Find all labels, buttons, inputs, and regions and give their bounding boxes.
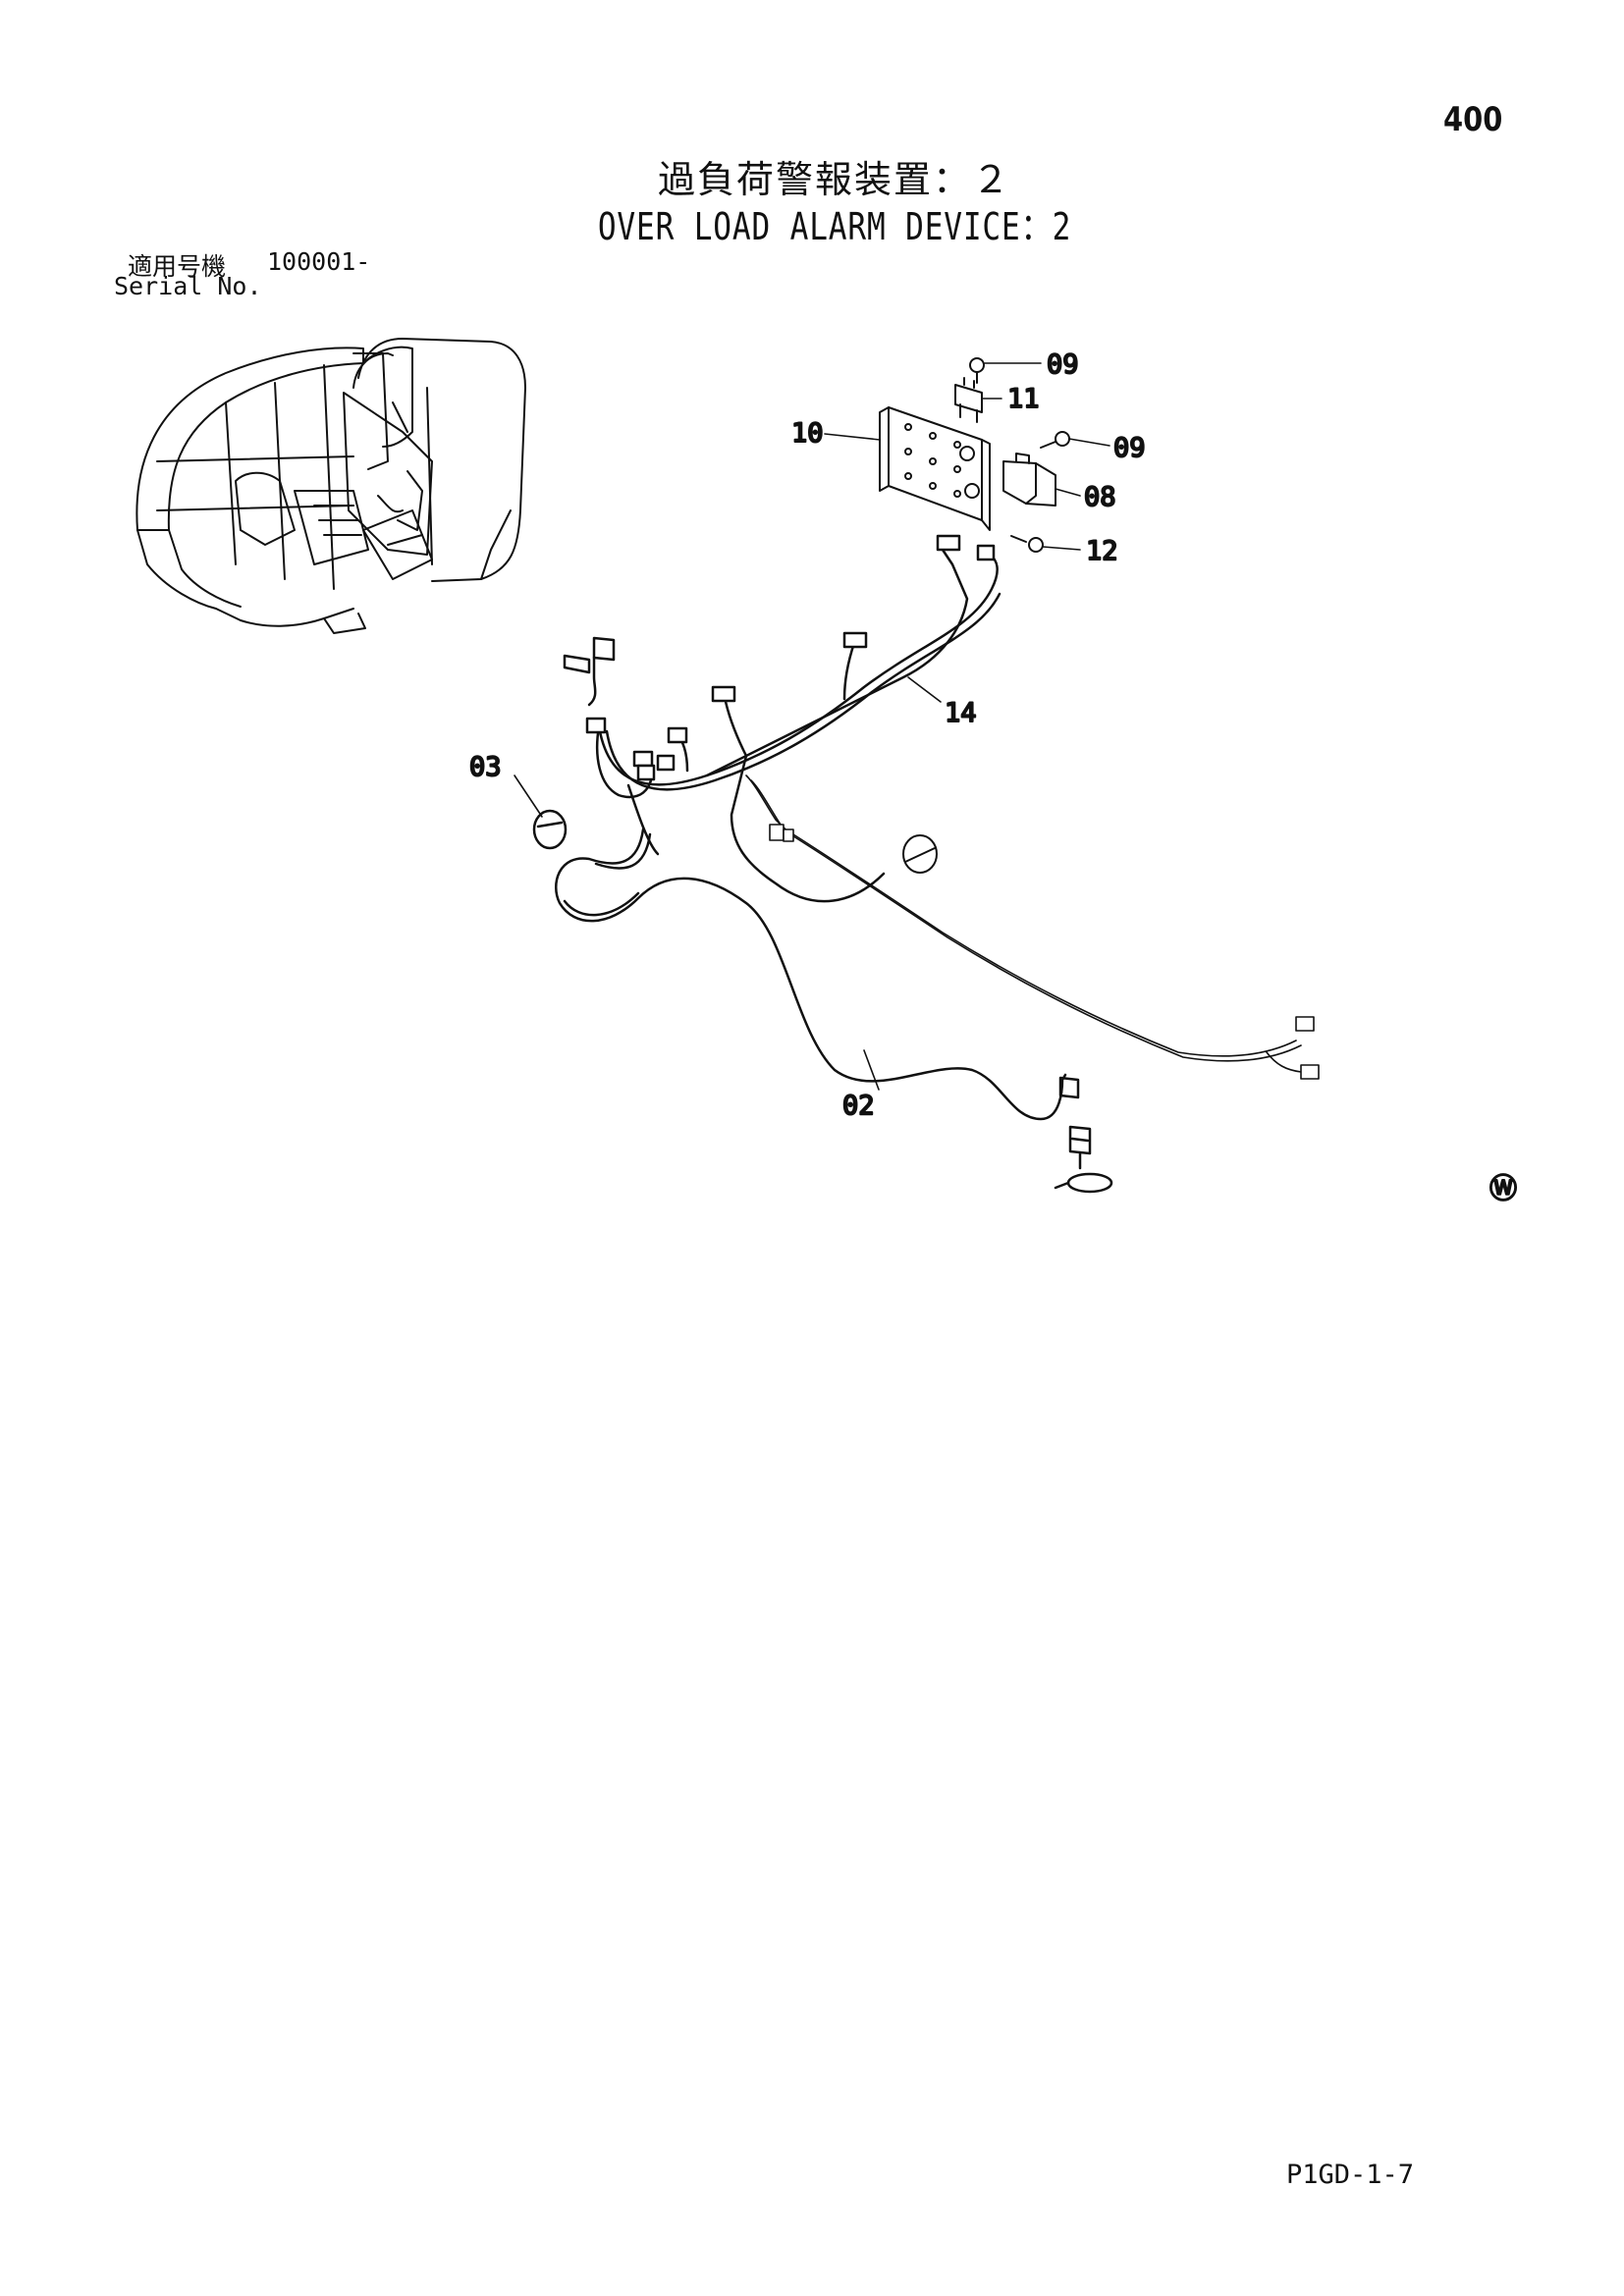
cable-02-drawing — [555, 828, 1113, 1194]
watermark-symbol: Ⓦ — [1489, 1172, 1517, 1204]
serial-label-en: Serial No. — [114, 272, 262, 300]
callout-14: 14 — [945, 698, 977, 728]
leader-lines — [514, 362, 1110, 1091]
callout-10: 10 — [791, 418, 824, 449]
excavator-machine-drawing — [135, 338, 526, 634]
serial-label-jp: 適用号機 — [128, 252, 227, 281]
callout-02: 02 — [842, 1091, 875, 1121]
callout-11: 11 — [1007, 384, 1040, 414]
footer-page-code: P1GD-1-7 — [1286, 2160, 1415, 2190]
callout-12: 12 — [1086, 536, 1118, 566]
callout-08: 08 — [1084, 482, 1116, 512]
page-title-jp: 過負荷警報装置：２ — [657, 158, 1011, 201]
wire-harness-14-drawing — [563, 534, 1001, 903]
callout-09-top: 09 — [1047, 349, 1079, 380]
clip-drawing — [902, 834, 938, 874]
page-number: 400 — [1443, 100, 1503, 139]
serial-number: 100001- — [267, 247, 371, 276]
clamp-03-drawing — [532, 809, 568, 850]
page-title-en: OVER LOAD ALARM DEVICE：2 — [597, 205, 1072, 248]
bracket-10-drawing — [879, 357, 1070, 553]
callout-03: 03 — [469, 752, 502, 782]
harness-branch-drawing — [745, 774, 1320, 1080]
callout-09-right: 09 — [1113, 433, 1146, 463]
